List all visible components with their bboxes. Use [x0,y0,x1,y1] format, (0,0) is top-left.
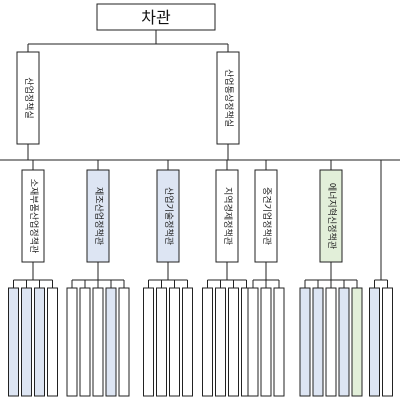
bureau-b6-box [319,169,343,263]
unit-b5-0 [247,287,259,397]
unit-b6-0 [299,287,311,397]
unit-b2-1-box [79,287,91,397]
bureau-b2-box [86,169,110,263]
unit-b4-2-box [228,287,239,397]
unit-b3-3 [182,287,193,397]
unit-b7-0-box [369,287,380,397]
unit-b7-1 [382,287,393,397]
bureau-b5-box [254,169,278,263]
bureau-b4-label: 지역경제정책관 [222,187,234,245]
root-node: 차관 [96,3,216,31]
unit-b5-2 [273,287,285,397]
unit-b5-2-box [273,287,285,397]
unit-b6-3-box [338,287,350,397]
office-o1-label: 산업정책실 [23,77,35,118]
unit-b1-2-box [34,287,45,397]
unit-b7-1-box [382,287,393,397]
unit-b3-1 [156,287,167,397]
unit-b6-4-box [351,287,363,397]
unit-b6-2-box [325,287,337,397]
office-o2: 산업통상정책실 [216,51,240,145]
bureau-b5-label: 중견기업정책관 [261,187,273,245]
bureau-b1-label: 소재부품산업정책관 [28,179,40,254]
unit-b4-0-box [202,287,213,397]
bureau-b4: 지역경제정책관 [215,169,239,263]
unit-b4-2 [228,287,239,397]
office-o1: 산업정책실 [16,51,40,145]
root-label: 차관 [141,8,171,27]
unit-b6-1-box [312,287,324,397]
unit-b1-1 [21,287,32,397]
unit-b1-3 [47,287,58,397]
unit-b3-3-box [182,287,193,397]
unit-b6-3 [338,287,350,397]
bureau-b6: 에너지혁신정책관 [319,169,343,263]
office-o2-box [216,51,240,145]
unit-b1-0-box [8,287,19,397]
root-box [96,3,216,31]
unit-b1-0 [8,287,19,397]
unit-b2-2 [92,287,104,397]
unit-b6-2 [325,287,337,397]
unit-b2-3-box [105,287,117,397]
office-o1-box [16,51,40,145]
unit-b4-1-box [215,287,226,397]
unit-b3-0-box [143,287,154,397]
unit-b4-0 [202,287,213,397]
unit-b2-4 [118,287,130,397]
bureau-b3-box [156,169,180,263]
office-o2-label: 산업통상정책실 [223,69,235,127]
unit-b6-1 [312,287,324,397]
bureau-b1: 소재부품산업정책관 [21,169,45,263]
bureau-b4-box [215,169,239,263]
unit-b3-2 [169,287,180,397]
bureau-b6-label: 에너지혁신정책관 [326,183,338,249]
unit-b1-3-box [47,287,58,397]
unit-b2-3 [105,287,117,397]
bureau-b1-box [21,169,45,263]
unit-b2-0 [66,287,78,397]
unit-b2-0-box [66,287,78,397]
unit-b3-0 [143,287,154,397]
unit-b5-1-box [260,287,272,397]
connector-lines [0,30,400,288]
unit-b2-1 [79,287,91,397]
unit-b1-2 [34,287,45,397]
unit-b6-0-box [299,287,311,397]
unit-b2-4-box [118,287,130,397]
bureau-b2-label: 제조산업정책관 [93,187,105,245]
unit-b6-4 [351,287,363,397]
unit-b4-1 [215,287,226,397]
unit-b5-1 [260,287,272,397]
bureau-b5: 중견기업정책관 [254,169,278,263]
unit-b3-2-box [169,287,180,397]
bureau-b3-label: 산업기술정책관 [163,187,175,245]
bureau-b2: 제조산업정책관 [86,169,110,263]
bureau-b3: 산업기술정책관 [156,169,180,263]
unit-b3-1-box [156,287,167,397]
unit-b1-1-box [21,287,32,397]
unit-b2-2-box [92,287,104,397]
unit-b7-0 [369,287,380,397]
unit-b5-0-box [247,287,259,397]
